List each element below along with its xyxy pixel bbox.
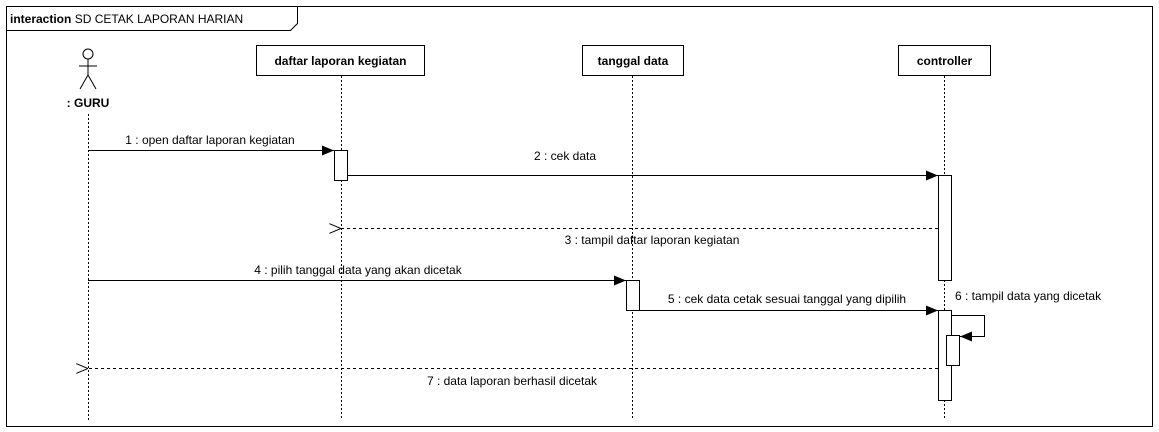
- actor-label: : GURU: [67, 96, 110, 110]
- message-6-arrow: [952, 315, 985, 342]
- actor-head: [82, 48, 94, 60]
- lifeline-head-daftar-laporan: [256, 45, 425, 76]
- message-4-label: 4 : pilih tanggal data yang akan dicetak: [254, 263, 462, 277]
- actor-guru: [79, 48, 97, 90]
- message-1-label: 1 : open daftar laporan kegiatan: [125, 133, 294, 147]
- activation-controller-self: [946, 335, 960, 366]
- activation-daftar-laporan: [334, 150, 348, 181]
- lifeline-head-tanggal-data: [582, 45, 684, 76]
- interaction-frame: [6, 6, 1153, 427]
- lifeline-label-tanggal-data: tanggal data: [598, 54, 669, 68]
- frame-tab: [6, 6, 298, 31]
- message-5-label: 5 : cek data cetak sesuai tanggal yang d…: [668, 292, 906, 306]
- message-6-label: 6 : tampil data yang dicetak: [955, 289, 1102, 303]
- message-2-label: 2 : cek data: [534, 149, 596, 163]
- activation-tanggal-data: [626, 280, 640, 311]
- message-3-label: 3 : tampil daftar laporan kegiatan: [565, 233, 740, 247]
- lifeline-label-daftar-laporan: daftar laporan kegiatan: [274, 54, 406, 68]
- message-7-label: 7 : data laporan berhasil dicetak: [427, 374, 598, 388]
- activation-controller-1: [938, 175, 952, 281]
- lifeline-head-controller: [898, 45, 991, 76]
- lifeline-label-controller: controller: [917, 54, 973, 68]
- frame-title: interaction SD CETAK LAPORAN HARIAN: [10, 12, 243, 26]
